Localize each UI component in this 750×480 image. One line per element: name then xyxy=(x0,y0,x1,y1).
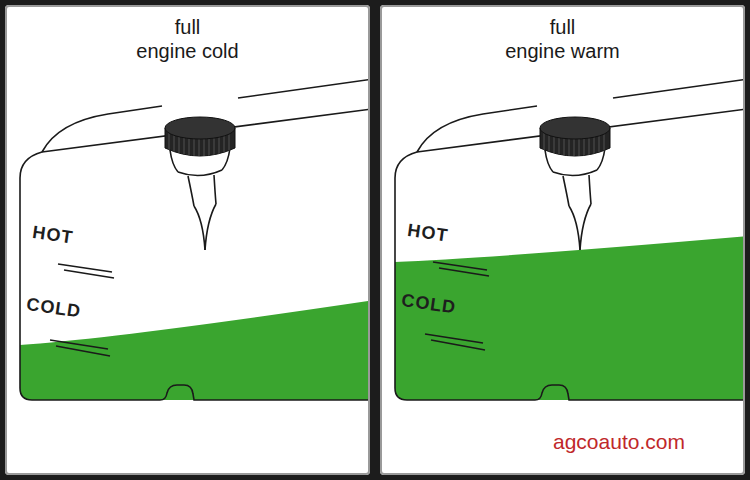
level-mark-line xyxy=(439,268,489,276)
panel-ground xyxy=(5,5,370,475)
tank-outline xyxy=(569,206,580,250)
filler-cap xyxy=(540,117,610,139)
tank-outline xyxy=(613,78,743,98)
level-mark: HOT xyxy=(406,220,450,247)
cap-ridge xyxy=(543,132,544,150)
panel-title: engine cold xyxy=(7,39,368,63)
tank-outline xyxy=(238,78,368,98)
level-mark-line xyxy=(64,270,114,278)
cap-ridge xyxy=(168,132,169,150)
tank-outline xyxy=(178,170,222,176)
level-mark: COLD xyxy=(400,290,457,318)
filler-cap xyxy=(165,117,235,139)
panel-title: full xyxy=(7,15,368,39)
level-mark-line xyxy=(56,346,110,356)
level-mark-line xyxy=(50,340,108,349)
level-mark: HOT xyxy=(31,222,75,249)
tank-outline xyxy=(214,175,216,204)
tank-outline xyxy=(194,206,205,250)
coolant-level xyxy=(395,236,743,400)
watermark: agcoauto.com xyxy=(553,430,685,454)
tank-outline xyxy=(545,150,553,172)
tank-outline xyxy=(417,106,537,152)
reservoir-tank xyxy=(395,78,743,400)
tank-outline xyxy=(20,178,368,400)
tank-outline xyxy=(589,175,591,204)
tank-outline xyxy=(42,106,162,152)
tank-outline xyxy=(20,108,368,178)
level-mark-line xyxy=(431,340,485,350)
tank-outline xyxy=(205,204,216,250)
tank-outline xyxy=(395,108,743,178)
tank-outline xyxy=(170,150,178,172)
tank-outline xyxy=(553,170,597,176)
tank-outline xyxy=(580,204,591,250)
reservoir-tank xyxy=(20,78,368,400)
tank-outline xyxy=(395,178,743,400)
tank-outline xyxy=(563,176,569,206)
level-mark: COLD xyxy=(25,294,82,322)
panel-title: engine warm xyxy=(382,39,743,63)
panel-title: full xyxy=(382,15,743,39)
tank-outline xyxy=(188,176,194,206)
panel-ground xyxy=(380,5,745,475)
level-mark-line xyxy=(425,334,483,343)
